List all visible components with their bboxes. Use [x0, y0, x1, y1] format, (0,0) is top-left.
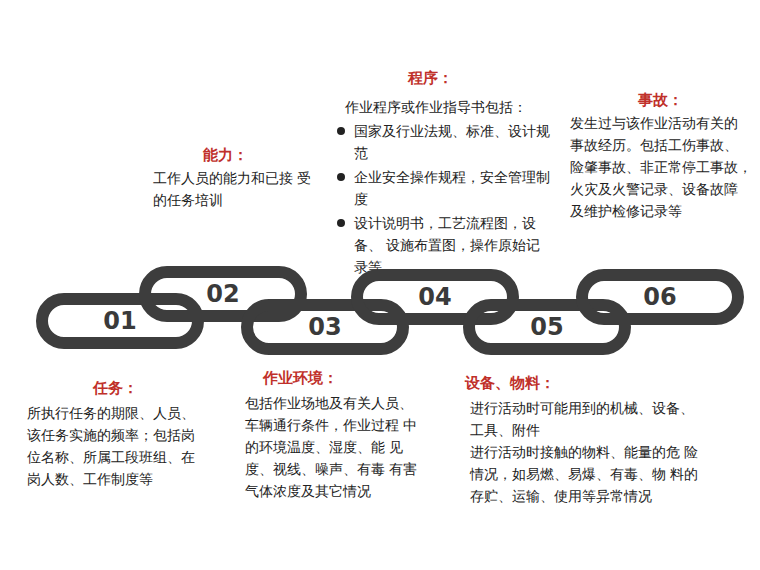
section-text: 进行活动时可能用到的机械、设备、 工具、附件: [470, 397, 710, 441]
section-text: 作业程序或作业指导书包括：: [345, 96, 555, 118]
chain-link: 06: [575, 268, 745, 326]
section-text: 设计说明书，工艺流程图，设备、 设施布置图，操作原始记录等: [354, 212, 554, 278]
callout-number: 02: [138, 265, 308, 323]
bullet: [337, 127, 345, 135]
section-heading: 作业环境：: [240, 368, 360, 388]
chain-link: 04: [350, 268, 520, 326]
callout-number: 06: [575, 268, 745, 326]
chain-link: 05: [462, 298, 632, 356]
bullet: [337, 219, 345, 227]
section-heading: 设备、物料：: [460, 373, 560, 393]
section-heading: 事故：: [610, 90, 710, 110]
section-text: 发生过与该作业活动有关的 事故经历。包括工伤事故、 险肇事故、非正常停工事故， …: [570, 112, 755, 222]
bullet: [337, 173, 345, 181]
callout-number: 05: [462, 298, 632, 356]
chain-link: 03: [240, 298, 410, 356]
section-heading: 程序：: [380, 68, 480, 88]
section-text: 包括作业场地及有关人员、 车辆通行条件，作业过程 中的环境温度、湿度、能 见度、…: [245, 392, 420, 502]
chain-link: 02: [138, 265, 308, 323]
section-heading: 能力：: [175, 145, 275, 165]
callout-number: 03: [240, 298, 410, 356]
section-text: 国家及行业法规、标准、设计规 范: [354, 120, 554, 164]
section-text: 工作人员的能力和已接 受的任务培训: [153, 167, 313, 211]
callout-number: 04: [350, 268, 520, 326]
section-text: 所执行任务的期限、人员、 该任务实施的频率；包括岗 位名称、所属工段班组、在 岗…: [27, 402, 212, 490]
section-text: 进行活动时接触的物料、能量的危 险情况，如易燃、易爆、有毒、物 料的存贮、运输、…: [470, 441, 710, 507]
section-text: 企业安全操作规程，安全管理制 度: [354, 166, 554, 210]
section-heading: 任务：: [65, 378, 165, 398]
